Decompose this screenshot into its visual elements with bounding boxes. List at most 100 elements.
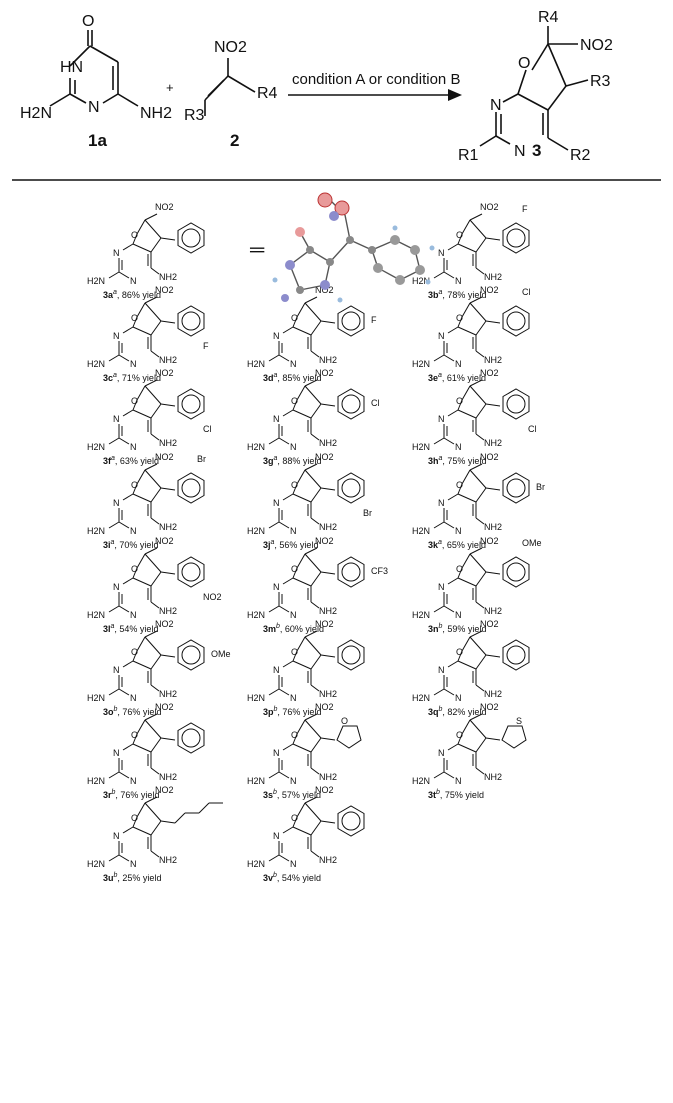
- svg-text:NO2: NO2: [315, 536, 334, 546]
- svg-text:N: N: [273, 582, 280, 592]
- compound-id: 3o: [103, 707, 114, 717]
- reagent2-no2: NO2: [214, 39, 247, 56]
- svg-text:NO2: NO2: [480, 536, 499, 546]
- compound-caption: 3ub, 25% yield: [103, 872, 161, 883]
- compound-id: 3n: [428, 624, 439, 634]
- compound-caption: 3fa, 63% yield: [103, 455, 159, 466]
- svg-text:NO2: NO2: [480, 452, 499, 462]
- svg-text:NH2: NH2: [159, 272, 177, 282]
- compound-id: 3v: [263, 873, 273, 883]
- svg-text:NH2: NH2: [484, 438, 502, 448]
- condition-superscript: b: [114, 706, 118, 713]
- svg-text:N: N: [290, 359, 297, 369]
- svg-text:H2N: H2N: [412, 276, 430, 286]
- compound-caption: 3qb, 82% yield: [428, 706, 486, 717]
- svg-text:N: N: [438, 748, 445, 758]
- svg-text:N: N: [273, 498, 280, 508]
- compound-caption: 3la, 54% yield: [103, 623, 158, 634]
- product-n-bottom: N: [514, 143, 526, 160]
- svg-text:NO2: NO2: [315, 785, 334, 795]
- svg-text:NO2: NO2: [315, 452, 334, 462]
- heteroatom-label: O: [341, 716, 348, 726]
- condition-superscript: b: [436, 789, 440, 796]
- reagent-2-structure: [204, 58, 256, 116]
- svg-text:NO2: NO2: [315, 285, 334, 295]
- reagent1-nh2: NH2: [140, 105, 172, 122]
- substituent-label: F: [522, 204, 528, 214]
- compound-caption: 3ia, 70% yield: [103, 539, 158, 550]
- compound-yield: , 86% yield: [117, 290, 161, 300]
- condition-superscript: a: [274, 455, 278, 462]
- product-no2: NO2: [580, 37, 613, 54]
- compound-id: 3m: [263, 624, 276, 634]
- compound-3t: S: [433, 713, 527, 779]
- reagent-1a-structure: [49, 30, 139, 107]
- svg-text:N: N: [438, 582, 445, 592]
- compound-3h: Cl: [433, 379, 537, 445]
- svg-text:H2N: H2N: [87, 442, 105, 452]
- compound-caption: 3mb, 60% yield: [263, 623, 324, 634]
- svg-text:NO2: NO2: [480, 368, 499, 378]
- svg-text:NH2: NH2: [159, 855, 177, 865]
- substituent-label: Cl: [522, 287, 531, 297]
- compound-caption: 3vb, 54% yield: [263, 872, 321, 883]
- compound-yield: , 54% yield: [277, 873, 321, 883]
- product-r2: R2: [570, 147, 591, 164]
- scheme-labels: O HN N H2N NH2 1a + NO2 R4 R3 2 conditio…: [20, 9, 613, 164]
- compound-yield: , 56% yield: [274, 540, 318, 550]
- svg-text:H2N: H2N: [412, 442, 430, 452]
- compound-caption: 3pb, 76% yield: [263, 706, 321, 717]
- compound-caption: 3ea, 61% yield: [428, 372, 486, 383]
- svg-text:O: O: [131, 730, 138, 740]
- reagent1-nh: HN: [60, 59, 83, 76]
- compound-yield: , 54% yield: [114, 624, 158, 634]
- compound-3g: Cl: [268, 379, 380, 445]
- heteroatom-label: S: [516, 716, 522, 726]
- compound-yield: , 59% yield: [442, 624, 486, 634]
- condition-superscript: b: [273, 789, 277, 796]
- xray-crystal-structure: ═: [249, 192, 435, 303]
- condition-superscript: b: [274, 706, 278, 713]
- substituent-label: Cl: [203, 424, 212, 434]
- svg-text:N: N: [113, 331, 120, 341]
- reagent2-id: 2: [230, 131, 239, 150]
- svg-text:H2N: H2N: [412, 693, 430, 703]
- compound-3d: F: [268, 296, 377, 362]
- svg-text:N: N: [273, 831, 280, 841]
- svg-text:O: O: [456, 647, 463, 657]
- product-n-top: N: [490, 97, 502, 114]
- svg-text:NH2: NH2: [159, 606, 177, 616]
- general-reaction-scheme: [12, 26, 661, 181]
- compound-id: 3q: [428, 707, 439, 717]
- condition-superscript: b: [273, 872, 277, 879]
- svg-text:N: N: [113, 248, 120, 258]
- svg-text:NH2: NH2: [319, 522, 337, 532]
- compound-yield: , 75% yield: [442, 456, 486, 466]
- svg-text:N: N: [113, 665, 120, 675]
- svg-text:N: N: [438, 498, 445, 508]
- svg-text:N: N: [438, 331, 445, 341]
- compound-yield: , 60% yield: [280, 624, 324, 634]
- compound-caption: 3ob, 76% yield: [103, 706, 161, 717]
- compound-yield: , 70% yield: [114, 540, 158, 550]
- svg-text:O: O: [131, 396, 138, 406]
- compound-caption: 3ga, 88% yield: [263, 455, 321, 466]
- svg-text:NH2: NH2: [159, 522, 177, 532]
- compound-id: 3j: [263, 540, 271, 550]
- svg-text:NH2: NH2: [319, 606, 337, 616]
- svg-text:O: O: [291, 396, 298, 406]
- svg-text:═: ═: [249, 239, 265, 261]
- svg-text:N: N: [455, 359, 462, 369]
- svg-text:H2N: H2N: [412, 359, 430, 369]
- svg-text:N: N: [438, 414, 445, 424]
- svg-text:H2N: H2N: [87, 526, 105, 536]
